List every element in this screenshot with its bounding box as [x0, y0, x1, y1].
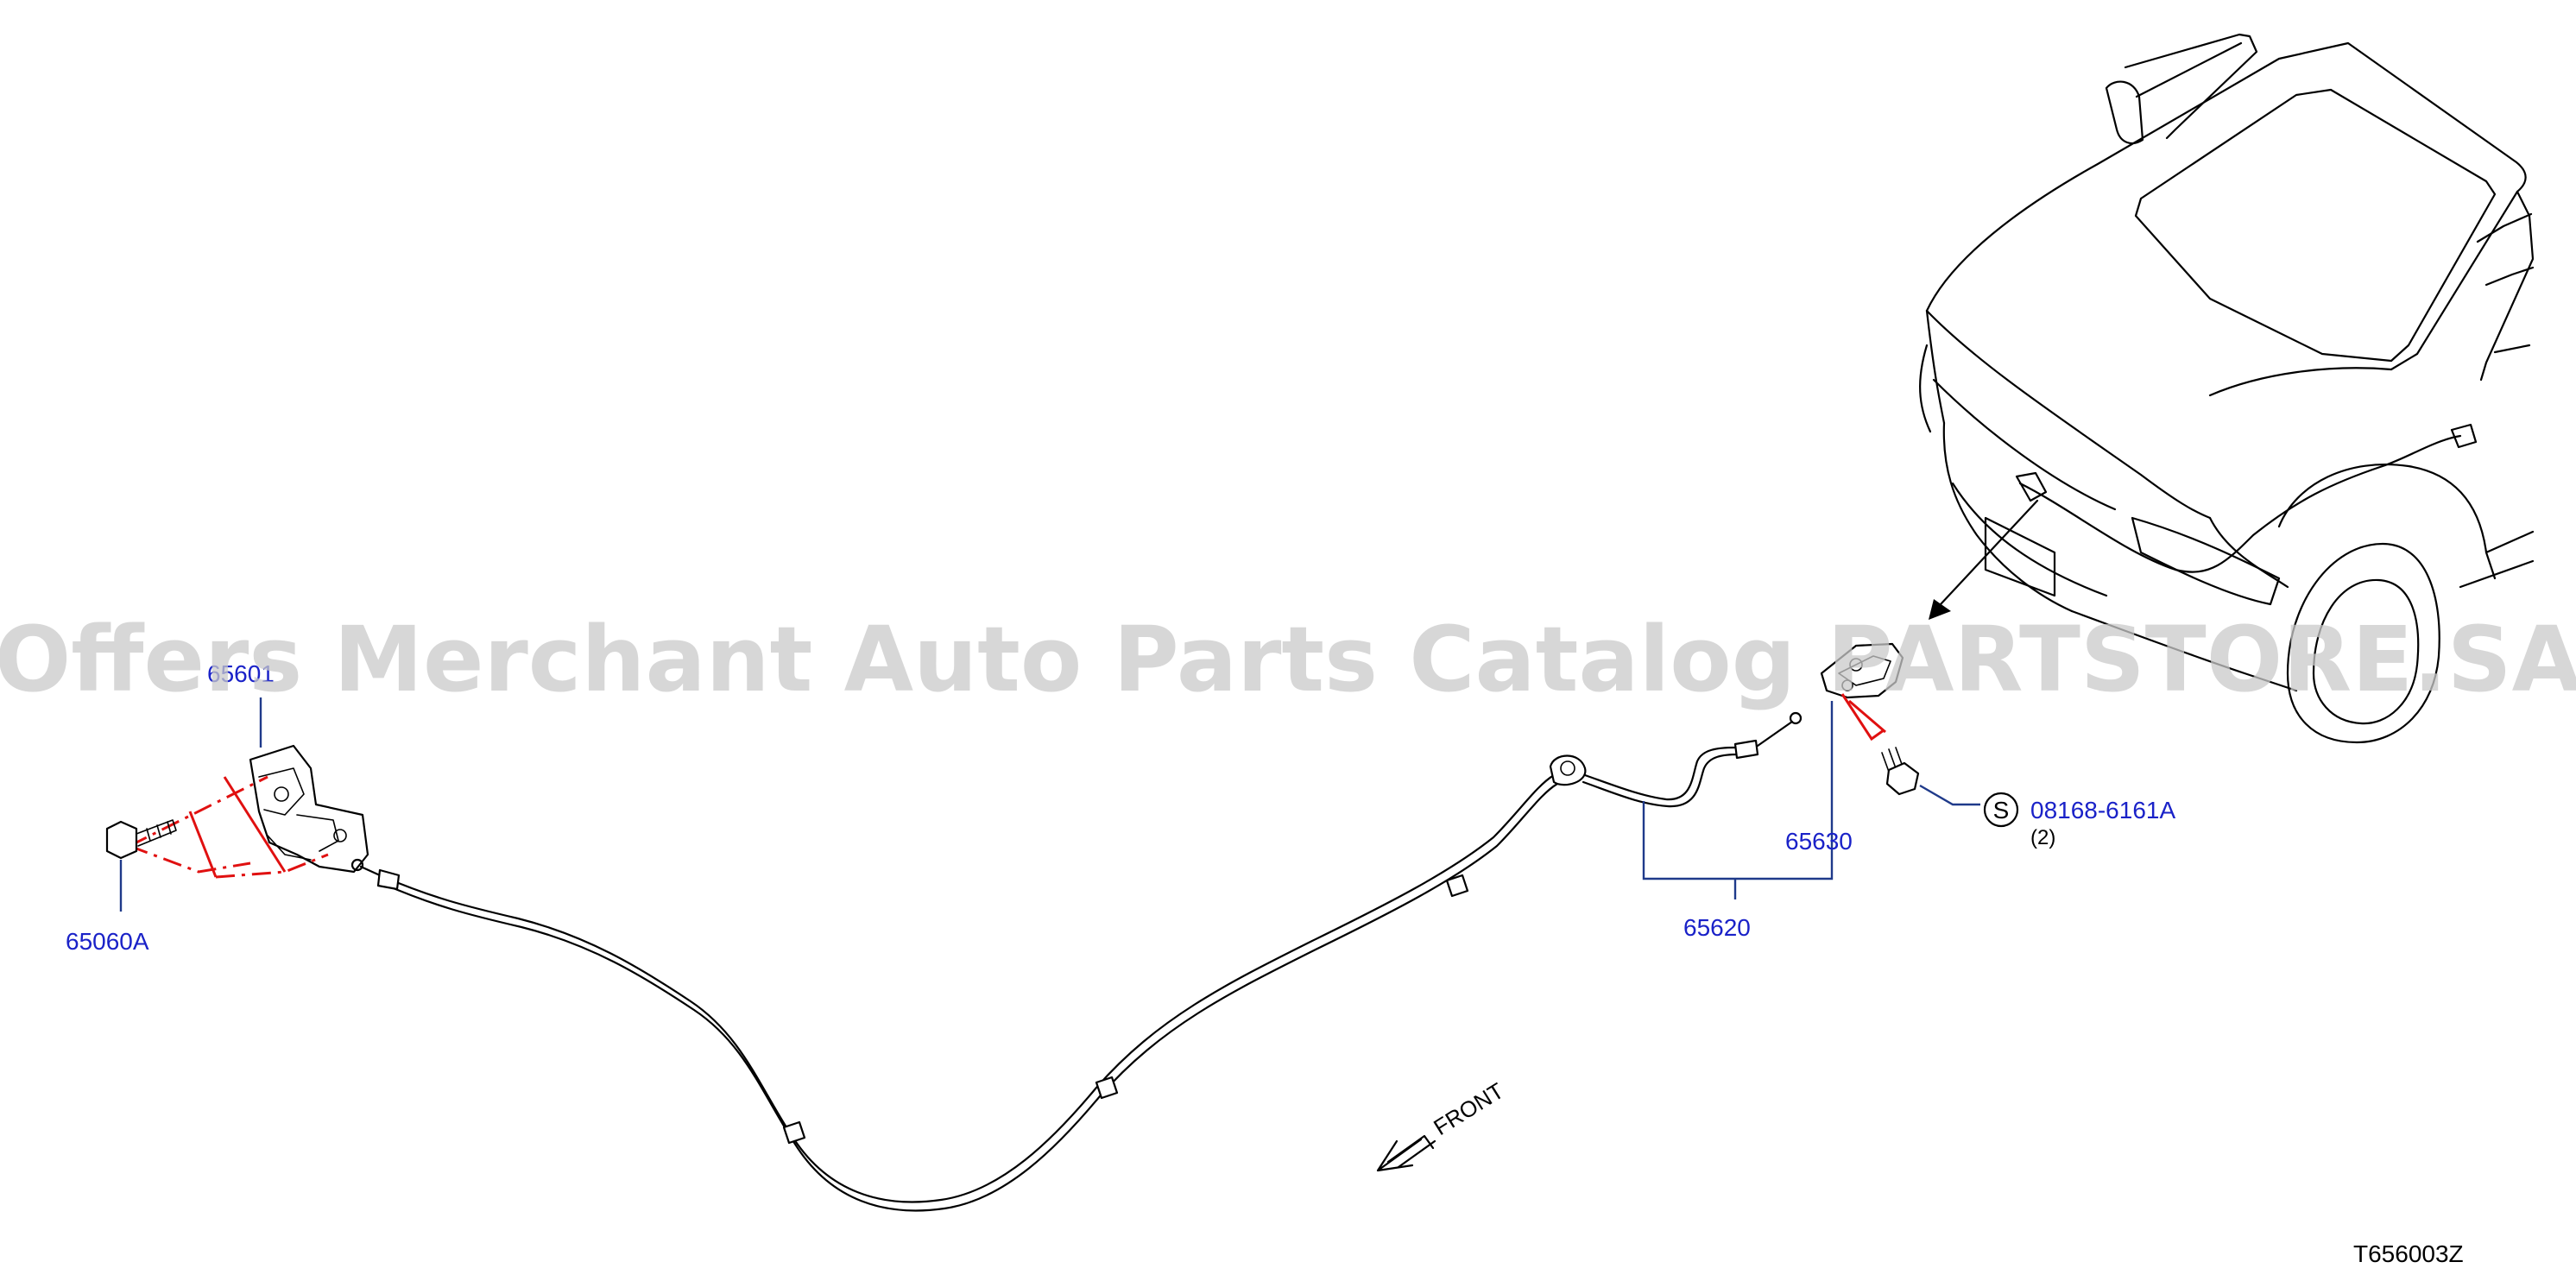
watermark: Offers Merchant Auto Parts Catalog PARTS… [0, 607, 2576, 712]
part-label-65601[interactable]: 65601 [207, 660, 275, 687]
front-label: FRONT [1429, 1077, 1508, 1140]
screw-08168-6161A-illustration [1881, 747, 1920, 796]
part-label-65630[interactable]: 65630 [1785, 828, 1853, 855]
lock-fastener-lines [129, 775, 329, 879]
handle-fastener-lines [1840, 693, 1886, 741]
vehicle-front-illustration [1919, 33, 2535, 744]
part-label-65060A[interactable]: 65060A [66, 928, 149, 955]
part-label-65620[interactable]: 65620 [1683, 914, 1751, 941]
part-labels: 65601 65060A 65620 65630 S 08168-6161A (… [66, 660, 2175, 955]
hood-release-handle [1820, 642, 1904, 699]
hood-release-cable [350, 711, 1803, 1212]
front-direction-indicator: FRONT [1376, 1077, 1508, 1172]
illustration-code: T656003Z [2353, 1240, 2464, 1267]
part-label-08168-6161A[interactable]: 08168-6161A [2030, 797, 2175, 824]
part-quantity: (2) [2030, 826, 2055, 849]
leader-lines [119, 697, 1980, 912]
hood-lock-assembly [249, 744, 369, 874]
screw-symbol-letter: S [1993, 797, 2010, 824]
bolt-65060A-illustration [105, 819, 177, 860]
screw-symbol-icon [1983, 792, 2019, 828]
